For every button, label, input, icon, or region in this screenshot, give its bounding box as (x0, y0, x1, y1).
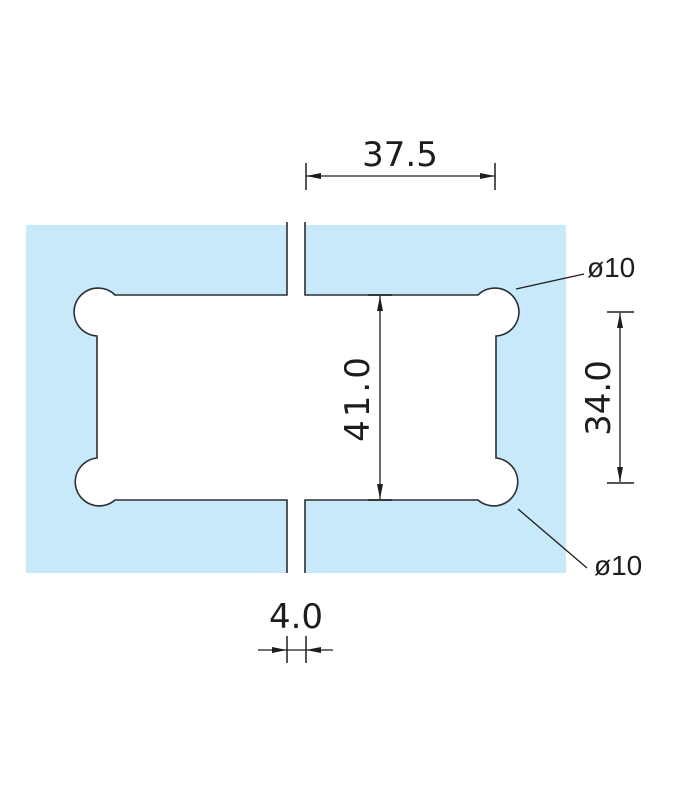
dimension-width-top: 37.5 (305, 135, 496, 190)
hole-diameter-bottom-label: ø10 (594, 550, 642, 581)
dimension-height-inner: 41.0 (338, 294, 392, 501)
dimension-hole-spacing: 34.0 (579, 311, 634, 484)
hole-diameter-top-label: ø10 (587, 252, 635, 283)
dimension-label-41-0: 41.0 (338, 354, 378, 442)
hole-diameter-bottom-callout: ø10 (517, 508, 642, 581)
dimension-gap: 4.0 (258, 597, 333, 663)
dimension-label-4-0: 4.0 (269, 597, 323, 637)
left-glass-plate (26, 225, 287, 573)
glass-plates (26, 222, 566, 573)
hole-diameter-top-callout: ø10 (515, 252, 635, 290)
dimension-label-34-0: 34.0 (579, 360, 619, 436)
right-cutout-outline (304, 222, 520, 573)
dimension-label-37-5: 37.5 (362, 135, 438, 175)
left-cutout-outline (73, 222, 288, 573)
